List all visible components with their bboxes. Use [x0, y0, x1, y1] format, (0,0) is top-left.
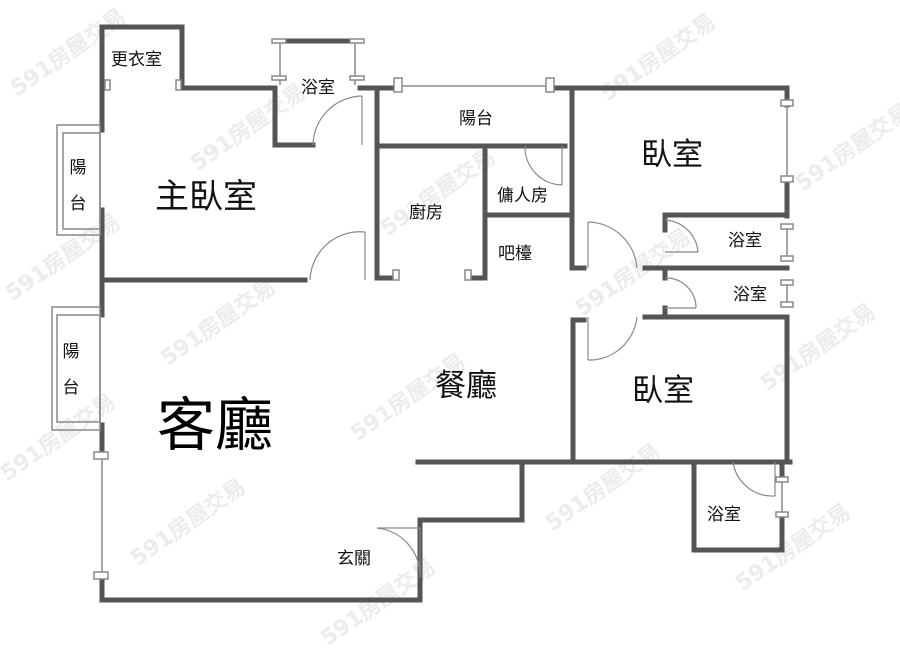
room-label-bathroom-2: 浴室: [733, 285, 767, 305]
balconies: [51, 124, 101, 431]
room-label-bar-counter: 吧檯: [498, 244, 532, 264]
room-label-bedroom-1: 臥室: [641, 137, 703, 173]
room-label-entrance: 玄關: [337, 549, 371, 569]
room-label-walk-in-closet: 更衣室: [111, 50, 162, 70]
walls: [99, 24, 793, 603]
room-label-master-balcony: 陽台: [69, 158, 87, 214]
room-label-living-room-balcony: 陽台: [62, 342, 80, 398]
room-label-dining-room: 餐廳: [435, 368, 497, 404]
doors: [309, 95, 776, 578]
room-label-master-bathroom: 浴室: [301, 78, 335, 98]
room-label-maid-room: 傭人房: [497, 186, 548, 206]
room-label-rear-balcony: 陽台: [459, 109, 493, 129]
windows: [93, 38, 794, 580]
room-label-bathroom-3: 浴室: [707, 505, 741, 525]
room-label-kitchen: 廚房: [409, 203, 443, 223]
room-label-bathroom-1: 浴室: [728, 231, 762, 251]
room-label-living-room: 客廳: [157, 391, 274, 459]
room-label-master-bedroom: 主臥室: [155, 177, 257, 217]
room-label-bedroom-2: 臥室: [632, 373, 694, 409]
